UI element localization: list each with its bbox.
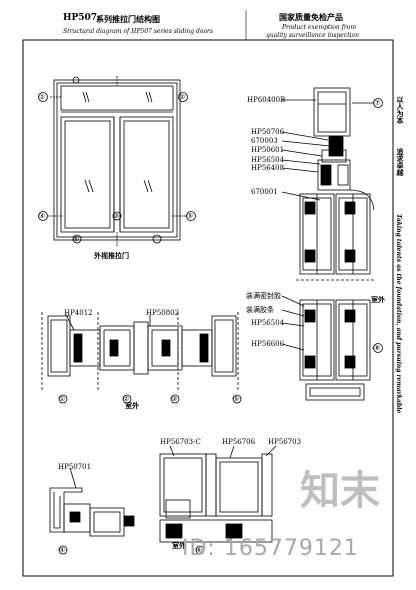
right-cn: 国家质量免检产品 [279, 12, 343, 22]
row2-outdoor: 室外 [172, 541, 186, 550]
row1-marker-2: ② [123, 395, 130, 403]
label-p5: HP56408 [251, 164, 285, 172]
series-model: HP507 [63, 13, 98, 23]
row1-label-a: HP4012 [64, 309, 93, 317]
label-mid-2: 装满胶条 [246, 306, 274, 314]
label-mid-4: HP56606 [251, 340, 285, 348]
label-p3: HP50601 [251, 146, 285, 154]
title-cn: 系列推拉门结构图 [96, 14, 160, 24]
row1-label-b: HP50802 [146, 309, 180, 317]
elevation-caption: 外视推拉门 [94, 251, 129, 260]
row1-outdoor: 室外 [125, 401, 139, 410]
marker-6: ⑥ [73, 235, 80, 243]
row2-label-a: HP50701 [58, 463, 92, 471]
right-en-2: quality surveillance inspection [266, 32, 360, 39]
title-en: Structural diagram of HP507 series slidi… [63, 28, 214, 35]
row1-marker-3: ③ [171, 395, 178, 403]
vertical-section [281, 87, 383, 401]
row2-marker-4: ④ [59, 546, 66, 554]
row1-marker-5: ⑤ [233, 395, 240, 403]
label-p2: 670003 [251, 137, 278, 145]
slogan-en: Taking talents as the foundation, and pu… [395, 214, 402, 414]
watermark-id: ID: 165779121 [182, 536, 359, 561]
label-p6: 670001 [251, 188, 278, 196]
marker-5: ⑤ [187, 212, 194, 220]
row1-marker-1: ① [59, 395, 66, 403]
right-en-1: Product exemption from [282, 24, 357, 31]
label-p4: HP56504 [251, 156, 285, 164]
marker-2: ② [179, 93, 186, 101]
detail-row-1 [41, 312, 242, 404]
row2-label-c: HP56706 [222, 438, 256, 446]
watermark-logo: 知末 [300, 468, 380, 514]
label-p1: HP50706 [251, 128, 285, 136]
label-mid-3: HP56504 [251, 319, 285, 327]
row2-label-d: HP56703 [268, 438, 302, 446]
label-outdoor: 室外 [371, 295, 385, 304]
drawing-border [22, 39, 394, 577]
slogan-cn-2: 追求卓越 [396, 148, 405, 176]
label-mid-1: 装满密封胶 [246, 292, 281, 300]
row2-label-b: HP56703-C [160, 438, 201, 446]
marker-3: ③ [113, 212, 120, 220]
marker-1: ① [39, 93, 46, 101]
label-top-1: HP60400B [247, 96, 286, 104]
detail-row-2 [49, 445, 277, 555]
door-elevation [38, 76, 196, 246]
marker-8: ⑧ [374, 344, 381, 352]
marker-7: ⑦ [374, 99, 381, 107]
marker-4: ④ [39, 212, 46, 220]
row2-marker-6: ⑥ [196, 546, 203, 554]
slogan-cn-1: 以人为本 [396, 96, 405, 124]
